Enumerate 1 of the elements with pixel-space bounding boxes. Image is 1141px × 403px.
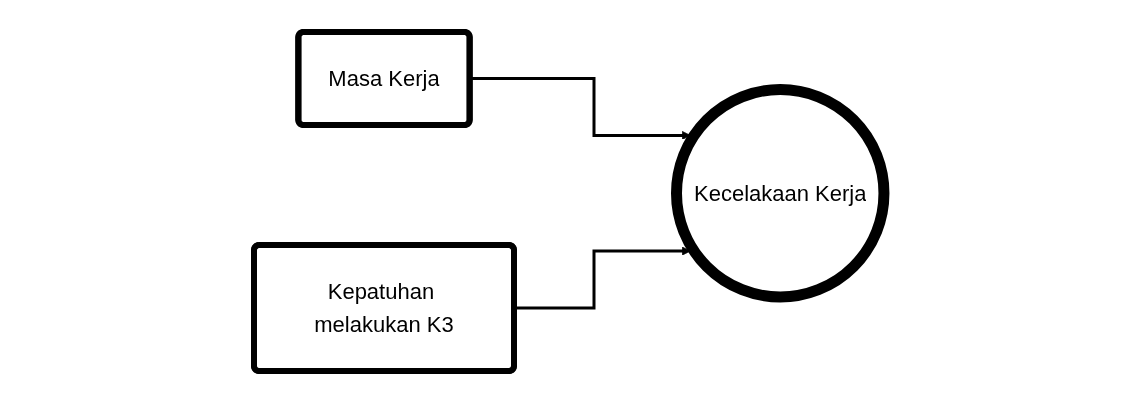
node-circle: Kecelakaan Kerja (671, 84, 890, 303)
